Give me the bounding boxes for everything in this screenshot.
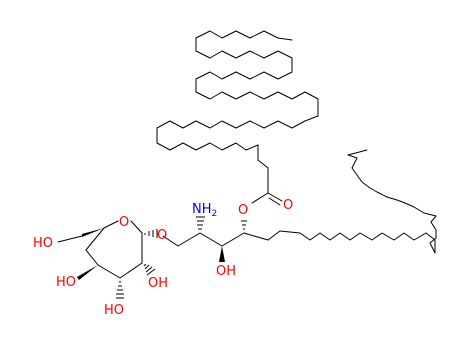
sugar-ring	[85, 220, 143, 279]
sphingosine-tail	[279, 149, 437, 254]
hashed-bond	[144, 229, 158, 238]
fatty-acyl-chain	[156, 30, 319, 169]
nh2-label: NH2	[192, 202, 217, 219]
sugar-substituent-bonds	[57, 228, 158, 299]
ho-ring-bottom-label: HO	[104, 303, 124, 318]
ho-ring-mid-left-label: HO	[56, 275, 76, 290]
o-ester-label: O	[238, 203, 248, 218]
hashed-bond	[241, 220, 247, 230]
wedge-bond	[219, 246, 225, 262]
hashed-bond	[143, 263, 156, 276]
oh-ring-right-label: OH	[148, 276, 168, 291]
hashed-bond	[196, 216, 205, 230]
wedge-bond	[77, 265, 98, 280]
ester-bonds	[251, 167, 283, 206]
hashed-bond	[116, 281, 124, 299]
wedge-bond	[82, 228, 104, 237]
ho-ring-top-label: HO	[33, 236, 53, 251]
o-ring-label: O	[119, 215, 129, 230]
oh-chain-label: OH	[216, 264, 236, 279]
o-carbonyl-label: O	[283, 198, 293, 213]
backbone-bonds	[162, 230, 281, 247]
o-glycoside-label: O	[157, 228, 167, 243]
